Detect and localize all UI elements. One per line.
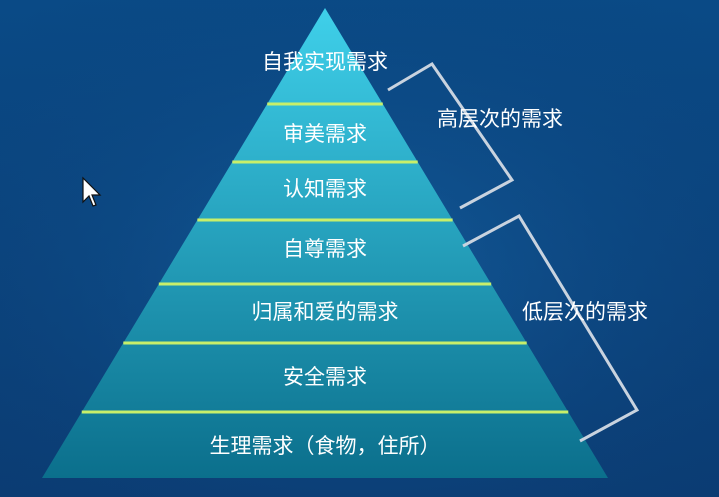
layer-label-physiological: 生理需求（食物，住所） xyxy=(210,434,441,458)
layer-label-esteem: 自尊需求 xyxy=(283,237,367,261)
layer-label-belonging: 归属和爱的需求 xyxy=(252,300,399,324)
bracket-high xyxy=(387,61,515,210)
group-label-low: 低层次的需求 xyxy=(522,300,648,324)
layer-labels: 自我实现需求 审美需求 认知需求 自尊需求 归属和爱的需求 安全需求 生理需求（… xyxy=(210,50,441,458)
pyramid xyxy=(42,8,608,478)
mouse-cursor-icon xyxy=(82,176,102,207)
layer-label-aesthetic: 审美需求 xyxy=(283,122,367,146)
layer-label-safety: 安全需求 xyxy=(283,365,367,389)
group-label-high: 高层次的需求 xyxy=(437,107,563,131)
layer-dividers xyxy=(81,102,569,414)
bracket-low xyxy=(462,214,640,443)
layer-label-self-actualization: 自我实现需求 xyxy=(262,50,388,74)
layer-label-cognitive: 认知需求 xyxy=(283,177,367,201)
